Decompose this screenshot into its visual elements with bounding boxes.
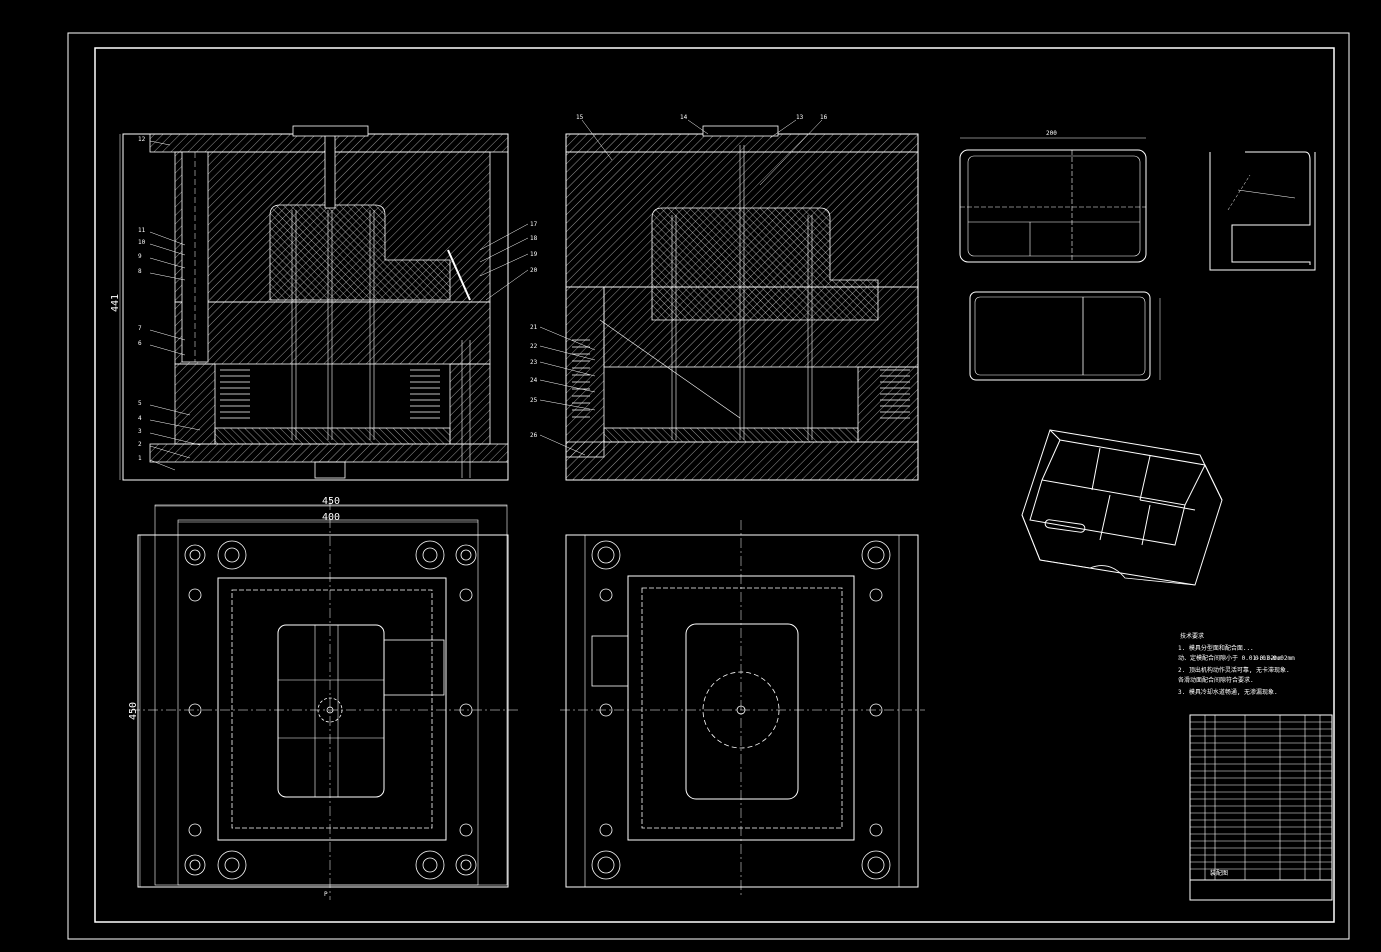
part-tolerance-note: 0.01-0.02mm <box>1255 655 1295 662</box>
overall-height-dim: 441 <box>110 294 121 312</box>
callout-20: 20 <box>530 267 538 274</box>
callout-4: 4 <box>138 415 142 422</box>
callout-19: 19 <box>530 251 538 258</box>
callout-24: 24 <box>530 377 538 384</box>
side-callouts-left: 21 22 23 24 25 26 <box>530 324 538 439</box>
side-callouts-top: 15 14 13 16 <box>576 114 828 121</box>
part-top-view <box>959 137 1147 263</box>
callout-15: 15 <box>576 114 584 121</box>
callout-18: 18 <box>530 235 538 242</box>
callout-11: 11 <box>138 227 146 234</box>
tech-notes-title: 技术要求 <box>1180 632 1204 640</box>
sheet-outer-border <box>67 32 1350 940</box>
technical-notes: 技术要求 1. 模具分型面和配合面... 动、定模配合间隙小于 0.01-0.0… <box>1178 632 1290 696</box>
front-callouts-left: 12 11 10 9 8 7 6 5 4 3 2 1 <box>138 136 146 462</box>
tech-note-line-5: 3. 模具冷却水道畅通, 无渗漏现象. <box>1178 688 1278 696</box>
callout-26: 26 <box>530 432 538 439</box>
sheet-inner-border <box>94 47 1335 923</box>
callout-12: 12 <box>138 136 146 143</box>
callout-6: 6 <box>138 340 142 347</box>
callout-7: 7 <box>138 325 142 332</box>
front-plan-view: 450 400 450 P <box>128 496 520 900</box>
tech-note-line-3: 2. 顶出机构动作灵活可靠, 无卡滞现象. <box>1178 666 1290 674</box>
front-callouts-right: 17 18 19 20 <box>530 221 538 274</box>
section-label-p: P <box>324 891 328 898</box>
callout-13: 13 <box>796 114 804 121</box>
side-section-view: 15 14 13 16 21 22 23 24 25 26 <box>530 114 919 481</box>
callout-25: 25 <box>530 397 538 404</box>
tech-note-line-2: 动、定模配合间隙小于 0.01-0.02mm <box>1178 654 1282 662</box>
callout-21: 21 <box>530 324 538 331</box>
callout-14: 14 <box>680 114 688 121</box>
part-isometric-view <box>1021 429 1223 586</box>
part-front-view <box>969 291 1161 381</box>
callout-22: 22 <box>530 343 538 350</box>
callout-2: 2 <box>138 441 142 448</box>
title-block <box>1189 714 1333 901</box>
plate-width-inner-dim: 400 <box>322 512 340 523</box>
callout-17: 17 <box>530 221 538 228</box>
plate-height-dim: 450 <box>128 702 139 720</box>
tech-note-line-4: 各滑动面配合间隙符合要求. <box>1178 676 1254 684</box>
part-side-section <box>1209 151 1316 271</box>
callout-8: 8 <box>138 268 142 275</box>
callout-1: 1 <box>138 455 142 462</box>
callout-10: 10 <box>138 239 146 246</box>
callout-9: 9 <box>138 253 142 260</box>
callout-23: 23 <box>530 359 538 366</box>
side-plan-view <box>560 520 925 895</box>
callout-16: 16 <box>820 114 828 121</box>
plate-width-outer-dim: 450 <box>322 496 340 507</box>
callout-3: 3 <box>138 428 142 435</box>
tech-note-line-1: 1. 模具分型面和配合面... <box>1178 644 1254 652</box>
title-block-name: 装配图 <box>1210 869 1228 877</box>
callout-5: 5 <box>138 400 142 407</box>
front-section-view: 441 12 11 10 9 8 7 6 <box>110 125 538 481</box>
part-length-dim: 200 <box>1046 130 1057 137</box>
